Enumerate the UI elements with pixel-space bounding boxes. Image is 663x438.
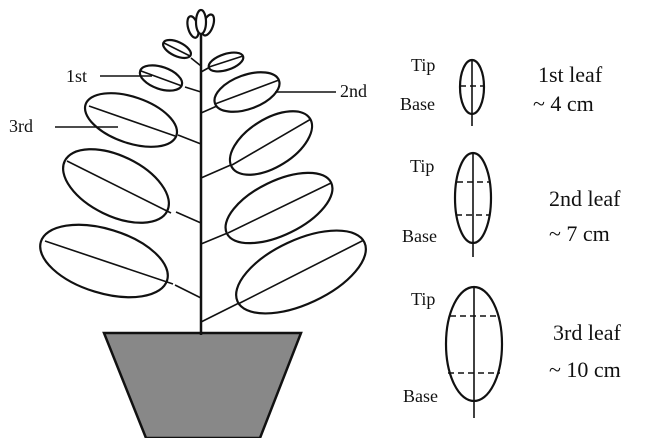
label-3rd: 3rd: [9, 116, 33, 136]
leaf2-tip: Tip: [410, 156, 434, 176]
leaf1-name: 1st leaf: [538, 62, 603, 87]
leaf3-name: 3rd leaf: [553, 320, 621, 345]
leaf3-length: ~ 10 cm: [549, 357, 621, 382]
leaf2-name: 2nd leaf: [549, 186, 621, 211]
flower-pot: [104, 333, 301, 438]
top-bud: [185, 10, 216, 39]
leaf1-length: ~ 4 cm: [533, 91, 594, 116]
detail-leaf-1: [460, 60, 484, 126]
detail-leaf-2: [455, 153, 491, 257]
label-1st: 1st: [66, 66, 87, 86]
left-leaves: [32, 36, 201, 311]
leaf3-base: Base: [403, 386, 438, 406]
leaf1-tip: Tip: [411, 55, 435, 75]
leaf3-tip: Tip: [411, 289, 435, 309]
label-2nd: 2nd: [340, 81, 367, 101]
leaf2-base: Base: [402, 226, 437, 246]
detail-leaf-3: [446, 287, 502, 418]
leaf2-length: ~ 7 cm: [549, 221, 610, 246]
leaf1-base: Base: [400, 94, 435, 114]
